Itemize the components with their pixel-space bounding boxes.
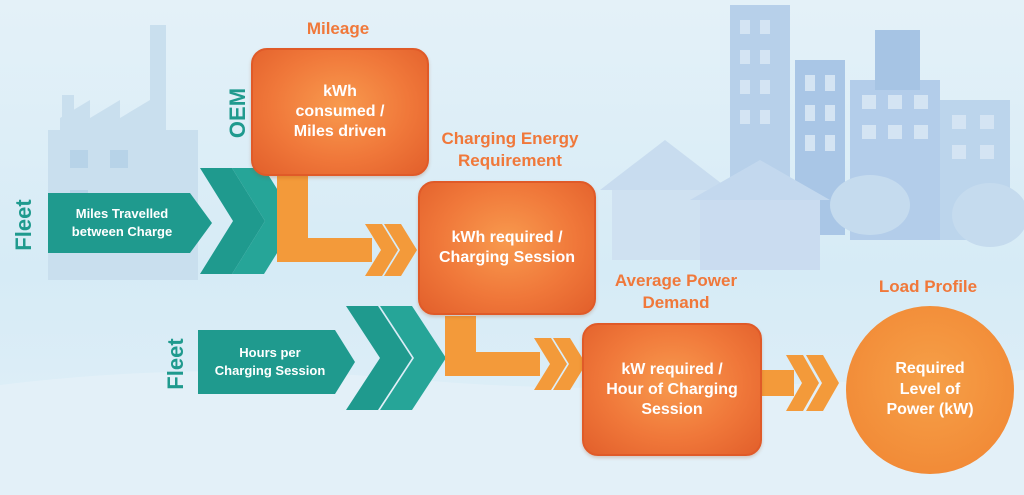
arrow-power-to-load [762, 370, 794, 396]
fleet-miles-banner [48, 193, 212, 253]
orange-chevron-c1 [786, 355, 819, 411]
energy-heading: Charging Energy Requirement [441, 129, 579, 171]
teal-chevron-bottom-1 [346, 306, 412, 410]
energy-box: kWh required / Charging Session [418, 181, 596, 315]
fleet-hours-banner [198, 330, 355, 394]
fleet-top-label: Fleet [11, 199, 36, 251]
teal-chevron-top-1 [200, 168, 265, 274]
hours-per-session-text: Hours per Charging Session [214, 345, 326, 378]
power-heading: Average Power Demand [614, 271, 738, 313]
mileage-box: kWh consumed / Miles driven [251, 48, 429, 176]
load-profile-circle: Required Level of Power (kW) [846, 306, 1014, 474]
arrow-energy-to-power [445, 316, 540, 376]
oem-label: OEM [225, 87, 250, 139]
miles-travelled-text: Miles Travelled between Charge [71, 206, 173, 239]
city-silhouette [600, 5, 1024, 270]
arrow-mileage-to-energy [277, 176, 372, 262]
mileage-heading: Mileage [306, 19, 370, 38]
orange-chevron-c2 [806, 355, 839, 411]
orange-chevron-b2 [553, 338, 586, 390]
power-box: kW required / Hour of Charging Session [582, 323, 762, 456]
teal-chevron-bottom-2 [380, 306, 446, 410]
load-profile-heading: Load Profile [878, 277, 978, 296]
orange-chevron-b1 [534, 338, 567, 390]
orange-chevron-a2 [384, 224, 417, 276]
fleet-bottom-label: Fleet [163, 338, 188, 390]
ground-wash [0, 370, 1024, 495]
orange-chevron-a1 [365, 224, 398, 276]
